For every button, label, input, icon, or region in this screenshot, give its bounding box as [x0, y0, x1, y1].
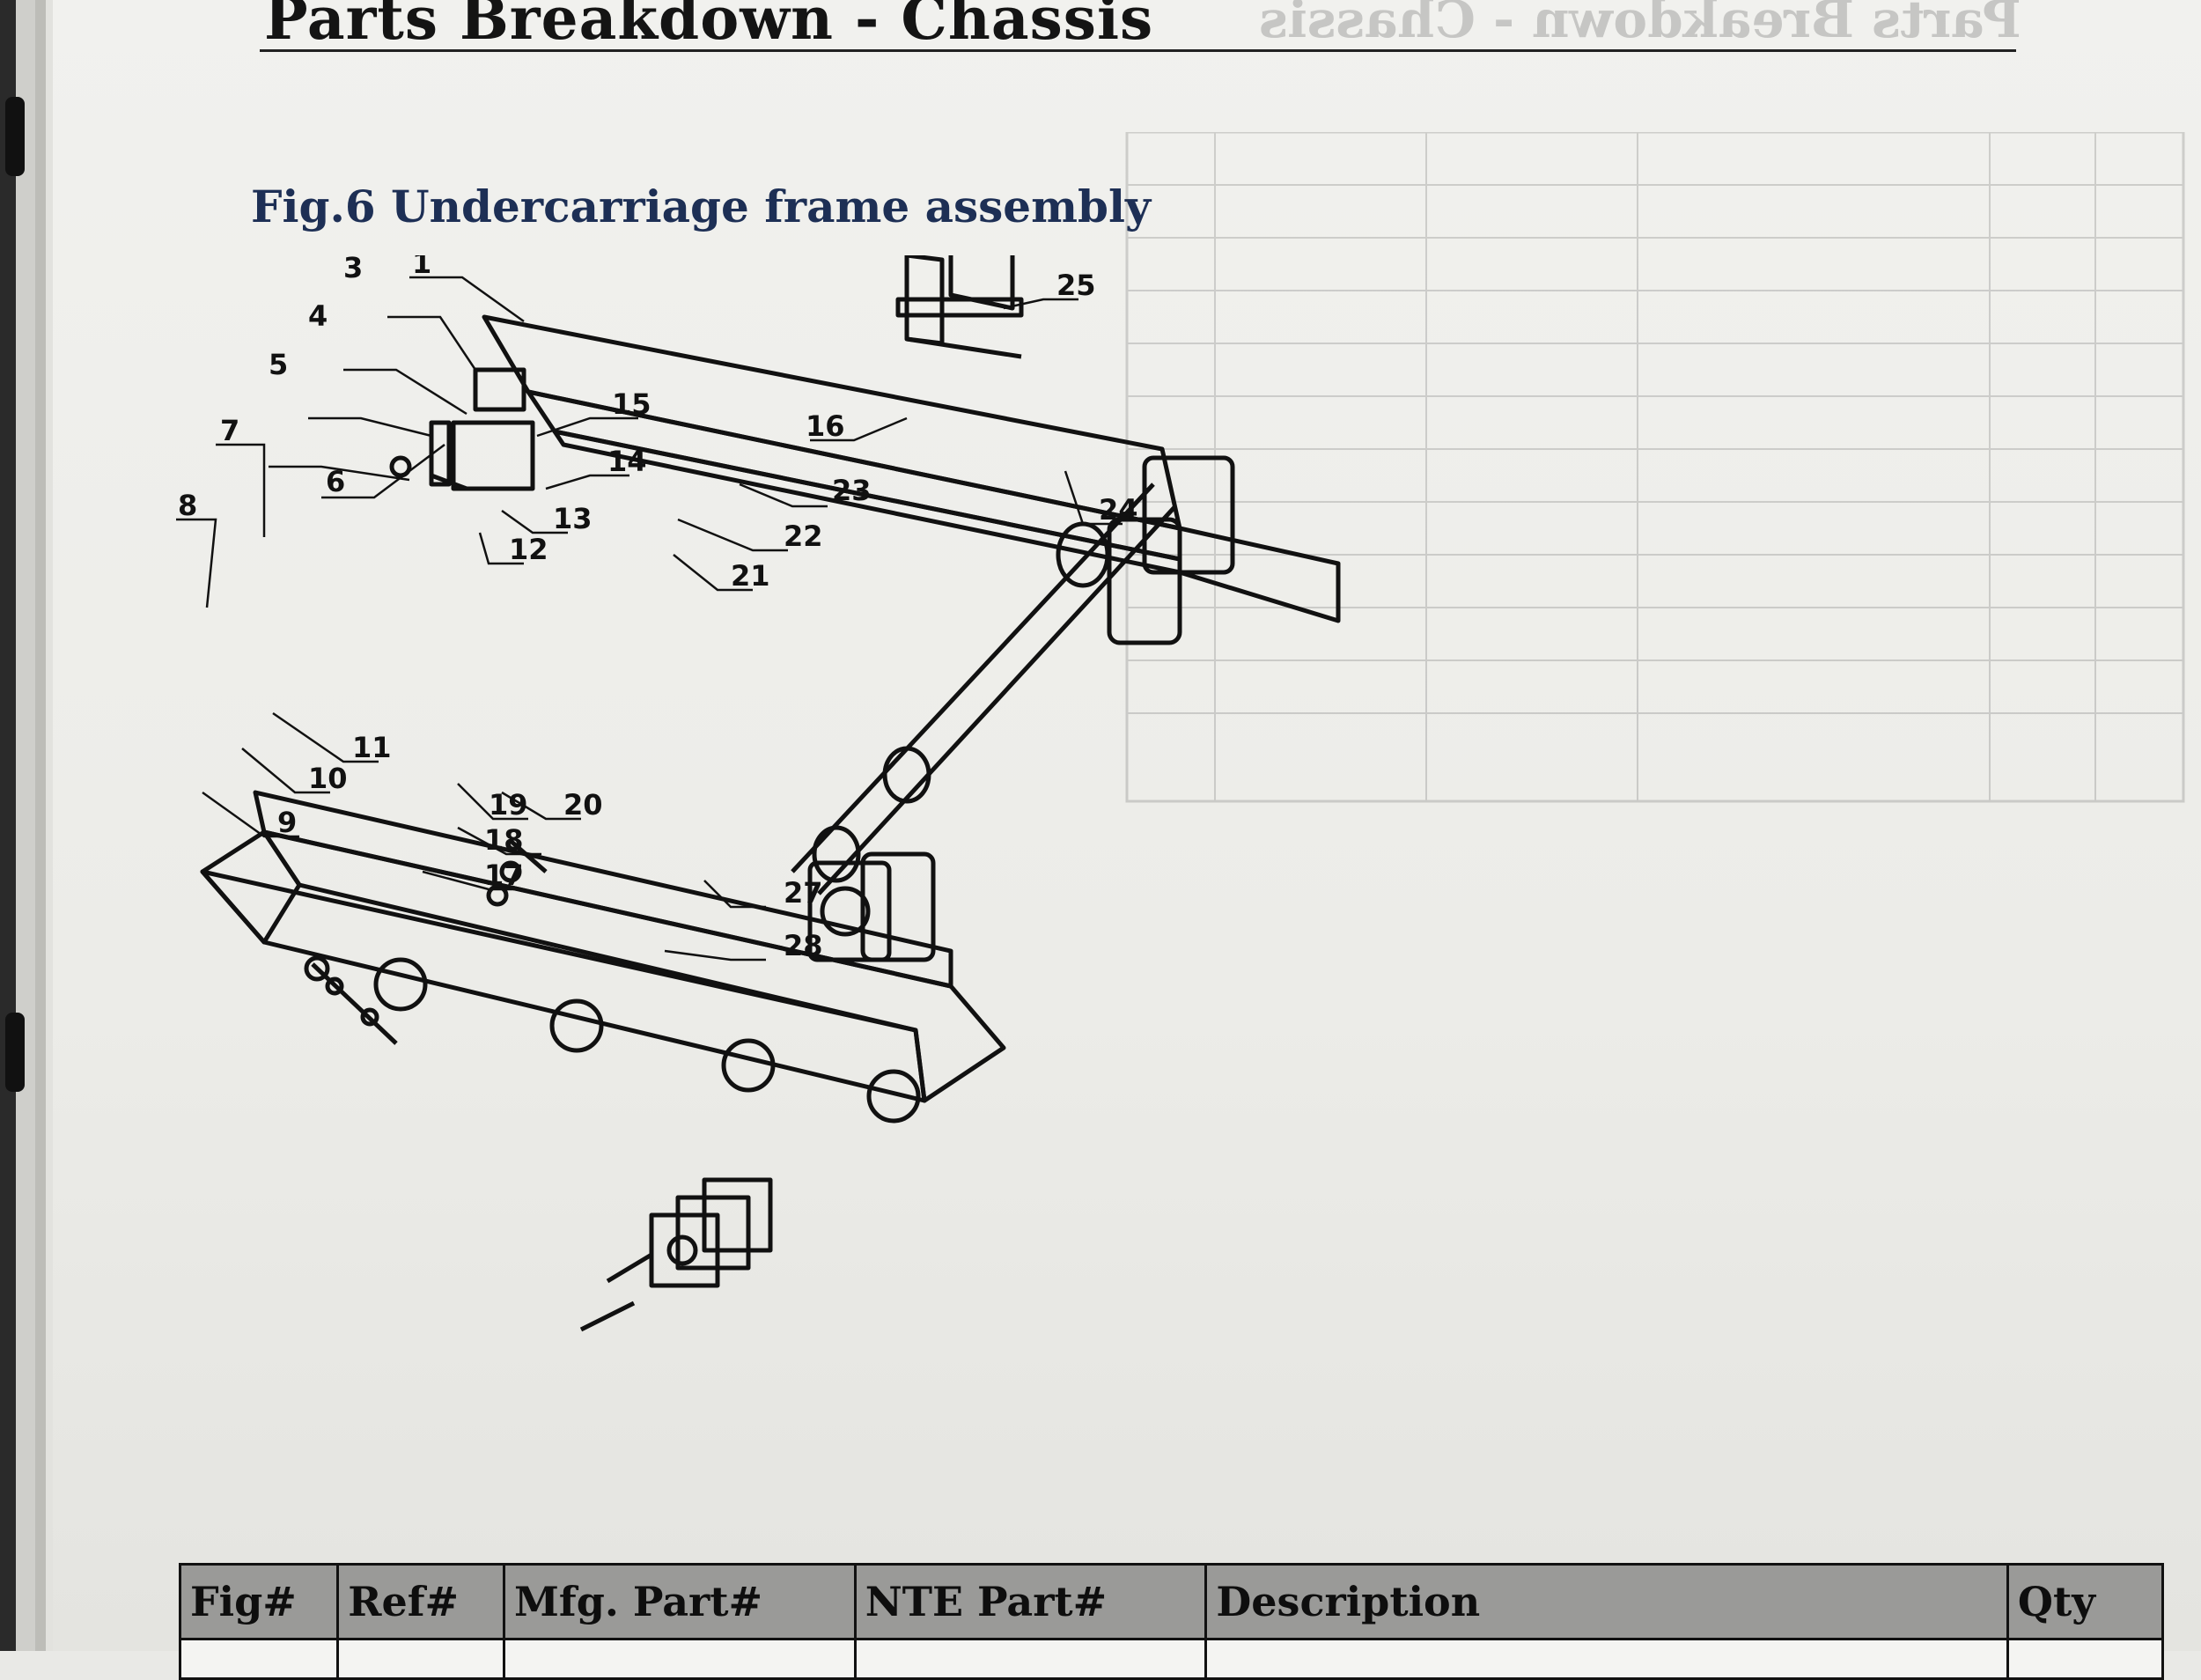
header-rule [260, 49, 2016, 52]
callout-16: 16 [806, 409, 845, 443]
binder-ring [5, 97, 25, 176]
callout-9: 9 [277, 806, 297, 839]
callout-18: 18 [484, 823, 524, 857]
callout-11: 11 [352, 731, 392, 764]
table-row [178, 1638, 2165, 1680]
end-bracket-assembly [429, 367, 535, 491]
table-cell [2006, 1638, 2165, 1680]
callout-10: 10 [308, 762, 348, 795]
callout-3: 3 [343, 255, 363, 284]
callout-24: 24 [1099, 493, 1138, 527]
document-page: Parts Breakdown - Chassis Parts Breakdow… [53, 0, 2201, 1680]
callout-17: 17 [484, 858, 524, 892]
callout-28: 28 [784, 929, 823, 962]
callout-6: 6 [326, 465, 345, 498]
col-nte-part: NTE Part# [853, 1563, 1208, 1640]
front-frame-beam [200, 790, 1006, 1124]
bleed-through-header: Parts Breakdown - Chassis [1259, 0, 2021, 49]
binder-edge [0, 0, 62, 1651]
col-ref: Ref# [336, 1563, 505, 1640]
parts-table: Fig# Ref# Mfg. Part# NTE Part# Descripti… [178, 1563, 2165, 1680]
callout-7: 7 [220, 414, 239, 447]
binder-ring [5, 1013, 25, 1092]
callout-27: 27 [784, 876, 823, 910]
callout-4: 4 [308, 299, 328, 333]
callout-25: 25 [1056, 269, 1096, 302]
callout-12: 12 [509, 533, 548, 566]
callout-15: 15 [612, 387, 651, 421]
col-fig: Fig# [178, 1563, 340, 1640]
callout-8: 8 [178, 489, 197, 522]
col-description: Description [1204, 1563, 2009, 1640]
page-header: Parts Breakdown - Chassis [264, 0, 1154, 53]
callout-23: 23 [832, 474, 872, 507]
callout-1: 1 [412, 255, 431, 280]
table-cell [853, 1638, 1208, 1680]
callout-13: 13 [553, 502, 593, 535]
bearing-housing-front [860, 851, 936, 962]
end-plate-stack [649, 1177, 773, 1288]
upper-bracket [895, 255, 1024, 359]
col-mfg-part: Mfg. Part# [502, 1563, 857, 1640]
table-cell [1204, 1638, 2009, 1680]
callout-20: 20 [563, 788, 603, 822]
undercarriage-frame-diagram: 1 2 3 4 5 6 7 8 9 10 11 12 13 14 15 16 1… [176, 255, 1341, 1332]
callout-19: 19 [489, 788, 528, 822]
bearing-block-front [807, 860, 892, 962]
bolt-hardware [304, 455, 653, 1332]
table-cell [178, 1638, 340, 1680]
bearing-block-rear [1142, 455, 1235, 575]
swing-shaft [791, 483, 1177, 895]
table-cell [336, 1638, 505, 1680]
col-qty: Qty [2006, 1563, 2165, 1640]
table-cell [502, 1638, 857, 1680]
callout-21: 21 [731, 559, 770, 593]
figure-title: Fig.6 Undercarriage frame assembly [251, 181, 1152, 232]
callout-22: 22 [784, 519, 823, 553]
bearing-housing-rear [1107, 517, 1182, 645]
callout-14: 14 [607, 445, 647, 478]
callout-5: 5 [269, 348, 288, 381]
parts-table-header-row: Fig# Ref# Mfg. Part# NTE Part# Descripti… [178, 1563, 2165, 1640]
